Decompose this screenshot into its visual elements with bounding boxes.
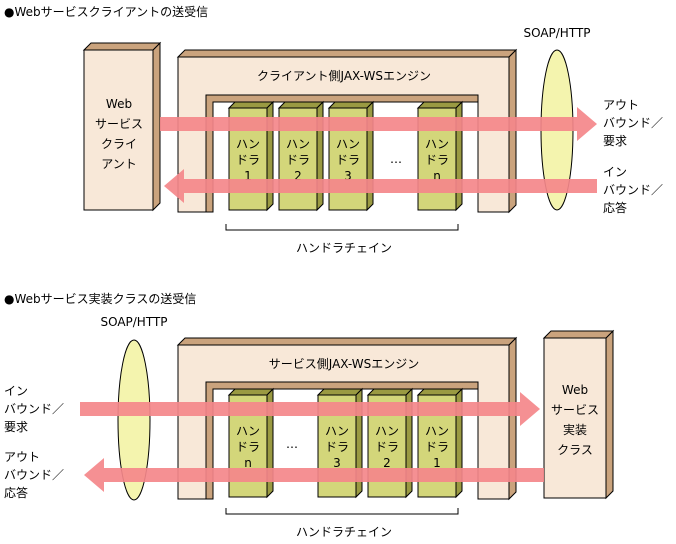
outbound-request-label: バウンド／ — [603, 116, 663, 130]
outbound-request-arrow — [160, 107, 597, 141]
client-handler-label: 3 — [344, 169, 352, 183]
outbound-request-label: 要求 — [603, 134, 627, 148]
client-handler-label: ハン — [425, 137, 449, 151]
client-endpoint-label: アント — [101, 157, 137, 171]
client-handler-label: ドラ — [286, 153, 310, 167]
inbound-response-label: バウンド／ — [603, 183, 663, 197]
inbound-request-label: 要求 — [4, 420, 28, 434]
service-handler-label: ハン — [325, 424, 349, 438]
section-service: ●Webサービス実装クラスの送受信 SOAP/HTTP サービス側JAX-WSエ… — [4, 291, 615, 539]
protocol-label: SOAP/HTTP — [100, 315, 167, 329]
handler-chain-label: ハンドラチェイン — [296, 241, 392, 255]
inbound-request-label: イン — [4, 384, 28, 398]
client-handler-label: ハン — [336, 137, 360, 151]
service-engine-frame: サービス側JAX-WSエンジン — [176, 336, 518, 501]
service-handler-label: ハン — [375, 424, 399, 438]
client-handler-label: ドラ — [425, 153, 449, 167]
service-handler-label: ドラ — [236, 440, 260, 454]
client-handler-label: ハン — [286, 137, 310, 151]
service-handler-label: ドラ — [325, 440, 349, 454]
service-handler-label: ハン — [425, 424, 449, 438]
inbound-request-label: バウンド／ — [4, 402, 64, 416]
service-handler-label: ドラ — [375, 440, 399, 454]
outbound-request-label: アウト — [603, 98, 639, 112]
outbound-response-label: 応答 — [4, 485, 28, 500]
client-handler-label: 2 — [294, 169, 302, 183]
client-handler-label: ハン — [236, 137, 260, 151]
service-endpoint-box: Web サービス 実装 クラス — [542, 329, 615, 500]
service-handler-label: 2 — [383, 456, 391, 470]
outbound-response-label: バウンド／ — [4, 468, 64, 482]
outbound-response-arrow — [84, 458, 544, 492]
client-handler-label: 1 — [244, 169, 252, 183]
inbound-request-arrow — [80, 392, 540, 426]
service-handler-label: ドラ — [425, 440, 449, 454]
client-handler-ellipsis: … — [390, 152, 402, 166]
service-endpoint-label: サービス — [551, 403, 599, 417]
service-handler-label: 3 — [333, 456, 341, 470]
service-endpoint-label: Web — [562, 383, 588, 397]
client-handler-label: ドラ — [236, 153, 260, 167]
inbound-response-label: 応答 — [603, 200, 627, 215]
client-endpoint-label: Web — [106, 97, 132, 111]
outbound-response-label: アウト — [4, 450, 40, 464]
service-handler-label: 1 — [433, 456, 441, 470]
client-endpoint-box: Web サービス クライ アント — [82, 41, 162, 212]
protocol-ellipse — [117, 339, 151, 501]
handler-chain-bracket — [225, 508, 459, 515]
service-handler-label: ハン — [236, 424, 260, 438]
service-engine-label: サービス側JAX-WSエンジン — [269, 357, 420, 371]
client-handler-label: ドラ — [336, 153, 360, 167]
client-endpoint-label: クライ — [101, 137, 137, 151]
client-engine-label: クライアント側JAX-WSエンジン — [257, 69, 431, 83]
section-client: ●Webサービスクライアントの送受信 SOAP/HTTP Web サービス クラ… — [4, 4, 663, 255]
inbound-response-label: イン — [603, 165, 627, 179]
service-handler-ellipsis: … — [286, 437, 298, 451]
inbound-response-arrow — [164, 169, 597, 203]
protocol-label: SOAP/HTTP — [523, 26, 590, 40]
section-service-title: ●Webサービス実装クラスの送受信 — [4, 291, 196, 306]
service-endpoint-label: 実装 — [563, 422, 587, 437]
service-handler-label: n — [244, 456, 252, 470]
client-handler-label: n — [433, 169, 441, 183]
service-endpoint-label: クラス — [557, 443, 593, 457]
handler-chain-bracket — [225, 224, 459, 231]
section-client-title: ●Webサービスクライアントの送受信 — [4, 4, 208, 19]
client-endpoint-label: サービス — [95, 117, 143, 131]
handler-chain-label: ハンドラチェイン — [296, 525, 392, 539]
